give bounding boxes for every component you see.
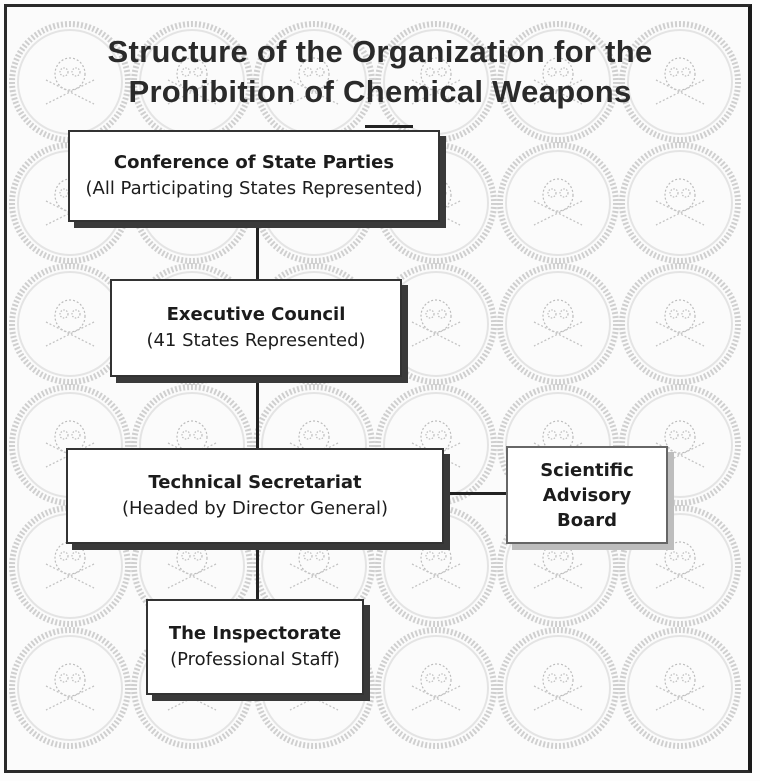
node-executive-name: Executive Council [166,304,346,325]
node-the-inspectorate: The Inspectorate (Professional Staff) [146,599,364,695]
connector-technical-inspectorate [256,544,259,599]
skull-crossbones-icon [497,627,619,749]
title-line-2: Prohibition of Chemical Weapons [128,74,632,109]
connector-executive-technical [256,377,259,448]
node-conference-of-state-parties: Conference of State Parties (All Partici… [68,130,440,222]
node-conference-sub: (All Participating States Represented) [85,178,423,199]
node-inspectorate-sub: (Professional Staff) [170,649,340,670]
skull-crossbones-icon [497,21,619,143]
skull-crossbones-icon [375,627,497,749]
skull-crossbones-icon [9,627,131,749]
skull-crossbones-icon [619,505,741,627]
node-scientific-line-3: Board [557,509,617,531]
node-scientific-line-1: Scientific [540,459,634,481]
top-tick-mark [365,125,413,128]
node-executive-sub: (41 States Represented) [146,330,366,351]
node-technical-sub: (Headed by Director General) [121,498,389,519]
node-executive-council: Executive Council (41 States Represented… [110,279,402,377]
skull-crossbones-icon [619,142,741,264]
node-scientific-advisory-board: Scientific Advisory Board [506,446,668,544]
skull-crossbones-icon [497,263,619,385]
skull-crossbones-icon [619,21,741,143]
title-line-1: Structure of the Organization for the [107,34,653,69]
connector-technical-scientific [444,492,506,495]
skull-crossbones-icon [497,142,619,264]
node-conference-name: Conference of State Parties [113,152,395,173]
node-inspectorate-name: The Inspectorate [168,623,342,644]
connector-conference-executive [256,222,259,279]
skull-crossbones-icon [619,263,741,385]
node-technical-name: Technical Secretariat [148,472,362,493]
node-technical-secretariat: Technical Secretariat (Headed by Directo… [66,448,444,544]
skull-crossbones-icon [619,627,741,749]
node-scientific-line-2: Advisory [542,484,632,506]
